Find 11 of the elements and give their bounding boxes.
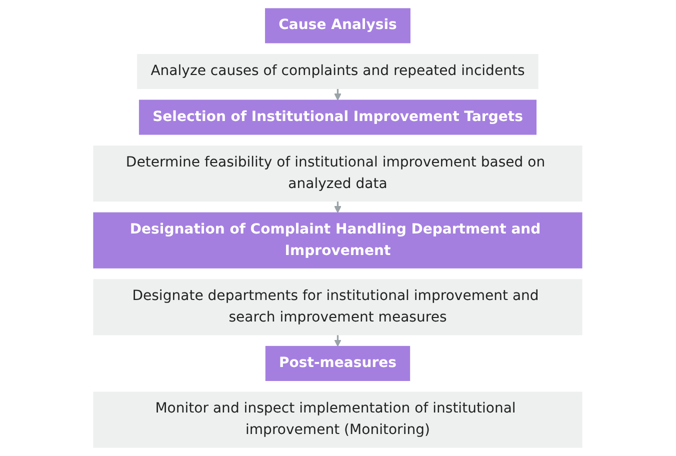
node-box (93, 279, 583, 336)
node-box (139, 100, 537, 135)
arrow (334, 334, 342, 347)
arrow (334, 88, 342, 100)
node-box (93, 146, 583, 202)
node-box (137, 54, 539, 90)
node-box (93, 212, 583, 268)
arrow (334, 201, 342, 214)
node-box (266, 346, 410, 381)
flowchart-drawing: Cause Analysis Analyze causes of complaints and repeated incidents Selection of Institutional Improvement Targets Determine feasibility of institutional improvement based on analyzed data Designation of Complaint Handling Department and Improvement Designate departments for institutional improvement and search improvement measures Post-measures Monitor and inspect implementation of institutional improvement (Monitoring) (87, 2, 589, 454)
node-box (265, 8, 411, 44)
